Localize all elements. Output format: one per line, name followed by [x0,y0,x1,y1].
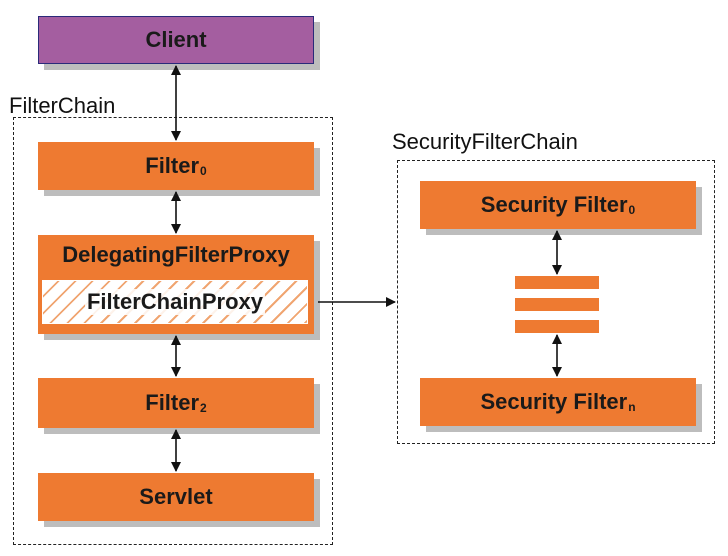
security-filter-n-subscript: n [628,400,636,414]
filter-2-label: Filter [145,390,200,415]
securityfilterchain-container [397,160,715,444]
servlet-label: Servlet [139,484,213,509]
security-filter-stack-bar-3 [515,320,599,333]
filter-2-subscript: 2 [200,401,207,415]
filter-0-label: Filter [145,153,200,178]
security-filter-0-subscript: 0 [628,203,636,217]
security-filter-0-label: Security Filter [480,192,628,217]
security-filter-n-label: Security Filter [480,389,628,414]
filter-0-subscript: 0 [200,164,207,178]
filterchain-title: FilterChain [9,93,116,118]
delegating-filter-proxy-label: DelegatingFilterProxy [62,242,290,267]
servlet-box: Servlet [38,473,314,521]
delegating-filter-proxy-box: DelegatingFilterProxy FilterChainProxy [38,235,314,334]
security-filter-stack-bar-1 [515,276,599,289]
client-box: Client [38,16,314,64]
securityfilterchain-title: SecurityFilterChain [392,129,578,154]
filter-chain-proxy-label: FilterChainProxy [84,289,266,315]
filter-chain-proxy-box: FilterChainProxy [42,280,308,324]
client-label: Client [145,27,207,52]
security-filter-stack-bar-2 [515,298,599,311]
